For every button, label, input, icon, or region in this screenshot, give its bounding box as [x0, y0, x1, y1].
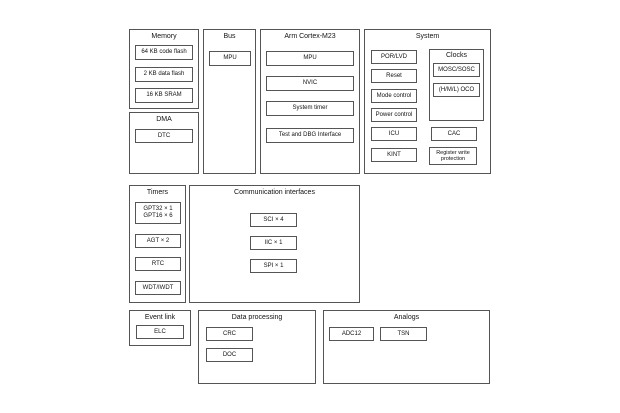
debug-interface-label: Test and DBG Interface	[278, 132, 342, 139]
por-lvd-label: POR/LVD	[381, 53, 407, 60]
cortex-group: Arm Cortex-M23 MPU NVIC System timer Tes…	[260, 29, 360, 174]
rtc-block: RTC	[135, 257, 181, 271]
wdt-iwdt-label: WDT/IWDT	[142, 284, 174, 291]
system-timer-label: System timer	[292, 105, 328, 112]
elc-label: ELC	[154, 328, 166, 335]
adc12-block: ADC12	[329, 327, 374, 341]
reset-block: Reset	[371, 69, 417, 83]
dtc-label: DTC	[157, 132, 171, 139]
kint-label: KINT	[387, 151, 401, 158]
register-write-protection-label: Register write protection	[436, 149, 470, 162]
cortex-mpu-block: MPU	[266, 51, 354, 66]
mode-control-label: Mode control	[376, 92, 412, 99]
timers-group: Timers GPT32 × 1 GPT16 × 6 AGT × 2 RTC W…	[129, 185, 186, 303]
data-processing-title: Data processing	[231, 314, 283, 321]
power-control-block: Power control	[371, 108, 417, 122]
clocks-group: Clocks MOSC/SOSC (H/M/L) OCO	[429, 49, 484, 121]
cac-block: CAC	[431, 127, 477, 141]
rtc-label: RTC	[151, 260, 165, 267]
dtc-block: DTC	[135, 129, 193, 143]
system-group: System POR/LVD Reset Mode control Power …	[364, 29, 491, 174]
mosc-sosc-label: MOSC/SOSC	[438, 66, 475, 73]
event-link-group: Event link ELC	[129, 310, 191, 346]
crc-label: CRC	[223, 330, 236, 337]
mode-control-block: Mode control	[371, 89, 417, 103]
cac-label: CAC	[447, 130, 461, 137]
hml-oco-label: (H/M/L) OCO	[438, 86, 475, 93]
timers-title: Timers	[146, 189, 169, 196]
gpt-label: GPT32 × 1 GPT16 × 6	[143, 206, 173, 219]
debug-interface-block: Test and DBG Interface	[266, 128, 354, 143]
dma-title: DMA	[156, 116, 172, 123]
bus-mpu-block: MPU	[209, 51, 251, 66]
analogs-title: Analogs	[393, 314, 420, 321]
sram-label: 16 KB SRAM	[146, 92, 182, 99]
hml-oco-block: (H/M/L) OCO	[433, 83, 480, 97]
sram-block: 16 KB SRAM	[135, 88, 193, 103]
register-write-protection-block: Register write protection	[429, 147, 477, 165]
data-processing-group: Data processing CRC DOC	[198, 310, 316, 384]
nvic-block: NVIC	[266, 76, 354, 91]
kint-block: KINT	[371, 148, 417, 162]
bus-group: Bus MPU	[203, 29, 256, 174]
iic-label: IIC × 1	[264, 239, 283, 246]
system-timer-block: System timer	[266, 101, 354, 116]
dma-group: DMA DTC	[129, 112, 199, 174]
system-title: System	[415, 33, 440, 40]
reset-label: Reset	[386, 72, 402, 79]
spi-block: SPI × 1	[250, 259, 297, 273]
crc-block: CRC	[206, 327, 253, 341]
memory-group: Memory 64 KB code flash 2 KB data flash …	[129, 29, 199, 109]
nvic-label: NVIC	[302, 80, 318, 87]
wdt-iwdt-block: WDT/IWDT	[135, 281, 181, 295]
iic-block: IIC × 1	[250, 236, 297, 250]
doc-label: DOC	[222, 351, 237, 358]
gpt-block: GPT32 × 1 GPT16 × 6	[135, 202, 181, 224]
sci-block: SCI × 4	[250, 213, 297, 227]
bus-mpu-label: MPU	[223, 55, 237, 62]
bus-title: Bus	[223, 33, 236, 40]
tsn-block: TSN	[380, 327, 427, 341]
sci-label: SCI × 4	[263, 216, 284, 223]
code-flash-block: 64 KB code flash	[135, 45, 193, 60]
elc-block: ELC	[136, 325, 184, 339]
data-flash-label: 2 KB data flash	[143, 71, 185, 78]
memory-title: Memory	[151, 33, 177, 40]
data-flash-block: 2 KB data flash	[135, 67, 193, 82]
clocks-title: Clocks	[445, 52, 467, 59]
icu-block: ICU	[371, 127, 417, 141]
communication-interfaces-group: Communication interfaces SCI × 4 IIC × 1…	[189, 185, 360, 303]
agt-block: AGT × 2	[135, 234, 181, 248]
agt-label: AGT × 2	[146, 237, 170, 244]
communication-interfaces-title: Communication interfaces	[234, 189, 315, 196]
code-flash-label: 64 KB code flash	[141, 49, 187, 56]
event-link-title: Event link	[144, 314, 176, 321]
cortex-title: Arm Cortex-M23	[284, 33, 336, 40]
mosc-sosc-block: MOSC/SOSC	[433, 63, 480, 77]
tsn-label: TSN	[397, 330, 410, 337]
icu-label: ICU	[388, 130, 400, 137]
analogs-group: Analogs ADC12 TSN	[323, 310, 490, 384]
power-control-label: Power control	[375, 111, 413, 118]
por-lvd-block: POR/LVD	[371, 50, 417, 64]
doc-block: DOC	[206, 348, 253, 362]
cortex-mpu-label: MPU	[303, 55, 317, 62]
adc12-label: ADC12	[341, 330, 362, 337]
spi-label: SPI × 1	[263, 262, 284, 269]
